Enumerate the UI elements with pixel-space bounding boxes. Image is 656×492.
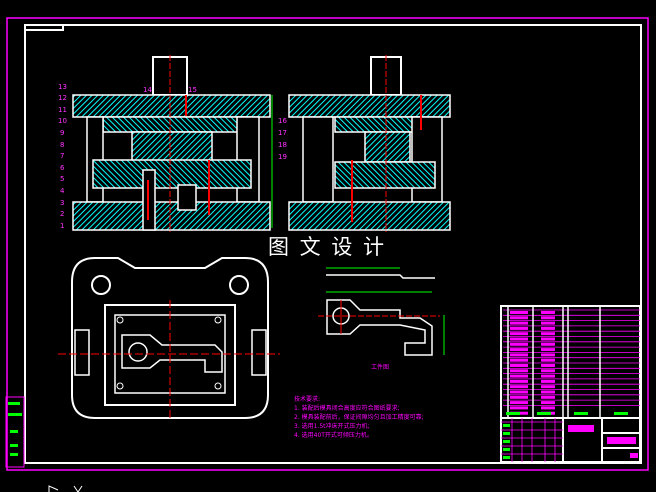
parts-list-cell — [510, 364, 528, 367]
parts-list-cell — [541, 353, 555, 357]
side-section-view[interactable] — [288, 55, 451, 232]
parts-list-cell — [510, 326, 528, 330]
signature-grid-cell — [503, 456, 510, 459]
parts-list-header-cell — [614, 412, 628, 415]
svg-text:1: 1 — [60, 222, 64, 230]
svg-text:17: 17 — [278, 129, 287, 137]
svg-text:1. 装配后模具闭合高度应符合图纸要求;: 1. 装配后模具闭合高度应符合图纸要求; — [294, 404, 400, 412]
parts-list-cell — [510, 406, 528, 410]
svg-text:14: 14 — [143, 86, 152, 94]
svg-text:7: 7 — [60, 152, 64, 160]
signature-grid-cell — [503, 432, 510, 435]
svg-text:9: 9 — [60, 129, 64, 137]
parts-list-cell — [541, 390, 555, 394]
svg-text:技术要求:: 技术要求: — [294, 395, 320, 403]
parts-list-cell — [541, 311, 555, 314]
parts-list-cell — [541, 316, 555, 320]
svg-text:6: 6 — [60, 164, 65, 172]
parts-list-cell — [541, 374, 555, 378]
svg-text:10: 10 — [58, 117, 67, 125]
svg-text:8: 8 — [60, 141, 64, 149]
parts-list-cell — [541, 358, 555, 362]
parts-list-cell — [541, 348, 555, 352]
parts-list-header-cell — [574, 412, 588, 415]
part-caption: 工件图 — [371, 363, 389, 371]
svg-text:11: 11 — [58, 106, 67, 114]
parts-list-cell — [510, 353, 528, 357]
frame-corner-mark — [25, 25, 64, 31]
part-drawing[interactable] — [318, 267, 445, 356]
ucs-axis-icon — [48, 485, 83, 492]
svg-text:3. 选用1.5t冲床开式压力机;: 3. 选用1.5t冲床开式压力机; — [294, 422, 370, 430]
parts-list-cell — [510, 321, 528, 325]
parts-list-header-cell — [537, 412, 551, 415]
parts-list-cell — [510, 395, 528, 399]
svg-text:16: 16 — [278, 117, 287, 125]
plan-view[interactable] — [58, 257, 280, 420]
svg-text:3: 3 — [60, 199, 64, 207]
binding-margin-table — [5, 396, 25, 468]
svg-text:12: 12 — [58, 94, 67, 102]
svg-text:4: 4 — [60, 187, 65, 195]
parts-list-cell — [541, 342, 555, 346]
parts-list-cell — [510, 358, 528, 362]
parts-list-cell — [541, 369, 555, 373]
parts-list-cell — [510, 390, 528, 394]
front-section-view[interactable] — [72, 55, 273, 232]
balloon-labels-right: 16 17 18 19 — [278, 117, 287, 161]
parts-list-cell — [510, 374, 528, 378]
watermark-text: 图 文 设 计 — [268, 235, 386, 259]
signature-grid-cell — [503, 440, 510, 443]
svg-text:2: 2 — [60, 210, 64, 218]
parts-list-cell — [541, 401, 555, 405]
svg-text:18: 18 — [278, 141, 287, 149]
drawing-frame — [24, 24, 642, 464]
sheet-border — [6, 17, 649, 471]
parts-list-cell — [510, 342, 528, 346]
parts-list-cell — [510, 316, 528, 320]
parts-list-cell — [541, 385, 555, 389]
technical-notes: 技术要求: 1. 装配后模具闭合高度应符合图纸要求; 2. 模具装配前后，保证间… — [294, 395, 424, 439]
parts-list-cell — [510, 311, 528, 314]
svg-text:2. 模具装配前后，保证间隙均匀且加工精度可靠;: 2. 模具装配前后，保证间隙均匀且加工精度可靠; — [294, 413, 424, 421]
parts-list-cell — [541, 395, 555, 399]
parts-list-cell — [510, 379, 528, 383]
signature-grid-cell — [503, 448, 510, 451]
parts-list-cell — [541, 337, 555, 341]
signature-grid-cell — [503, 424, 510, 427]
balloon-labels-top: 14 15 — [143, 86, 197, 94]
svg-text:4. 选用40T开式可倾压力机。: 4. 选用40T开式可倾压力机。 — [294, 431, 373, 439]
svg-text:13: 13 — [58, 83, 67, 91]
parts-list-header-cell — [506, 412, 520, 415]
parts-list-cell — [541, 326, 555, 330]
parts-list-cell — [510, 385, 528, 389]
parts-list-cell — [541, 379, 555, 383]
balloon-labels-left: 13 12 11 10 9 8 7 6 5 4 3 2 1 — [58, 83, 67, 230]
parts-list-cell — [541, 332, 555, 336]
parts-list-cell — [541, 406, 555, 410]
parts-list-cell — [510, 401, 528, 405]
parts-list-cell — [541, 321, 555, 325]
parts-list-cell — [510, 348, 528, 352]
parts-list-cell — [510, 369, 528, 373]
parts-list-cell — [510, 337, 528, 341]
svg-text:5: 5 — [60, 175, 64, 183]
parts-list-cell — [541, 364, 555, 367]
title-block[interactable] — [500, 305, 641, 463]
svg-text:15: 15 — [188, 86, 197, 94]
parts-list-cell — [510, 332, 528, 336]
svg-text:19: 19 — [278, 153, 287, 161]
